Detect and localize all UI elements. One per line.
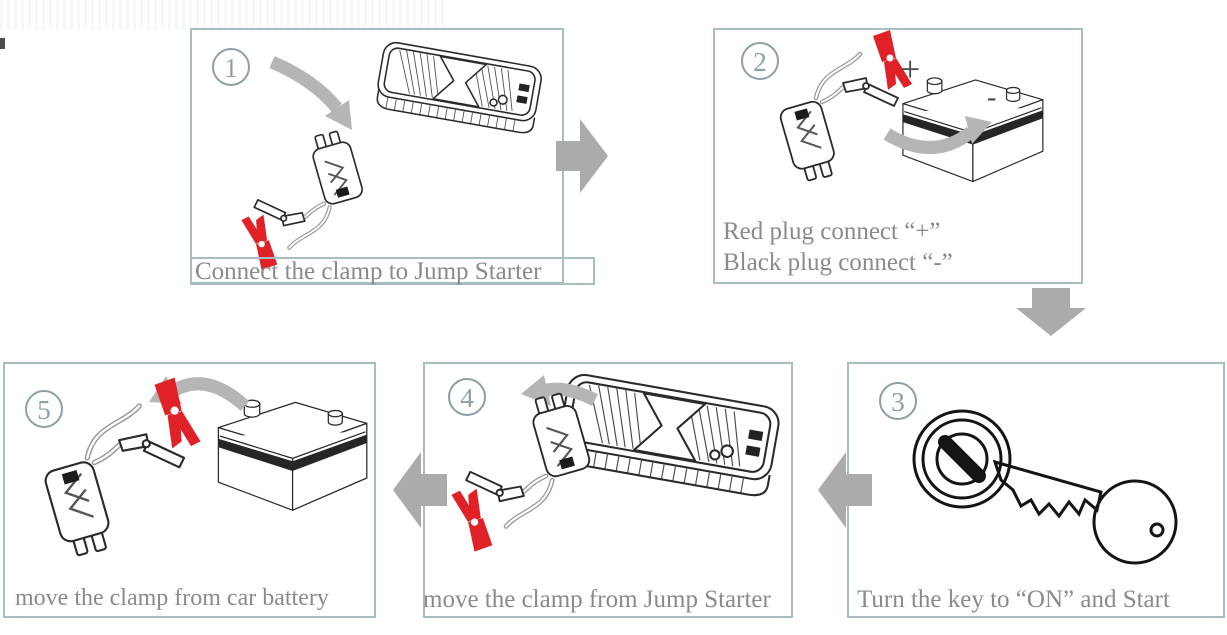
- flow-arrow-left-icon: [393, 452, 447, 528]
- step-2-illustration: [715, 30, 1044, 282]
- panel-step-4: 4 move the clamp from Jump Starter: [423, 362, 793, 618]
- step-1-illustration: [192, 39, 544, 282]
- panel-step-5: 5 move the clamp from car battery: [3, 362, 376, 618]
- step-2-caption: Red plug connect “+” Black plug connect …: [723, 218, 953, 276]
- step-1-caption: Connect the clamp to Jump Starter: [190, 257, 595, 285]
- scan-artifact-stripes: [0, 0, 445, 30]
- swoosh-arrow-icon: [883, 116, 992, 154]
- panel-step-2: 2 + - Red plug connect “+” Black plug co…: [713, 28, 1083, 284]
- battery-plus-label: +: [900, 49, 921, 89]
- clamp-assembly-illustration: [241, 128, 364, 270]
- step-4-illustration: [425, 371, 783, 616]
- flow-arrow-left-icon: [818, 452, 872, 528]
- step-5-illustration: [5, 364, 368, 616]
- scan-artifact-mark: [0, 38, 5, 49]
- car-battery-illustration: [217, 399, 368, 511]
- step-4-caption: move the clamp from Jump Starter: [423, 586, 771, 613]
- swoosh-arrow-icon: [269, 56, 352, 130]
- step-3-caption: Turn the key to “ON” and Start: [857, 586, 1170, 613]
- flow-arrow-down-icon: [1016, 288, 1086, 336]
- battery-minus-label: -: [987, 82, 997, 113]
- step-number-badge: 5: [25, 390, 63, 428]
- step-number-badge: 1: [212, 48, 250, 86]
- clamp-assembly-illustration: [779, 30, 912, 184]
- step-5-caption: move the clamp from car battery: [15, 585, 329, 611]
- step-number-badge: 3: [879, 382, 917, 420]
- flow-arrow-right-icon: [556, 119, 608, 193]
- panel-step-1: 1: [190, 28, 564, 284]
- ignition-key-illustration: [912, 409, 1178, 565]
- step-number-badge: 4: [448, 378, 486, 416]
- jump-starter-illustration: [373, 39, 544, 136]
- panel-step-3: 3 Turn the key to “ON” and Start: [847, 362, 1225, 618]
- step-number-badge: 2: [741, 42, 779, 80]
- clamp-assembly-illustration: [43, 378, 200, 560]
